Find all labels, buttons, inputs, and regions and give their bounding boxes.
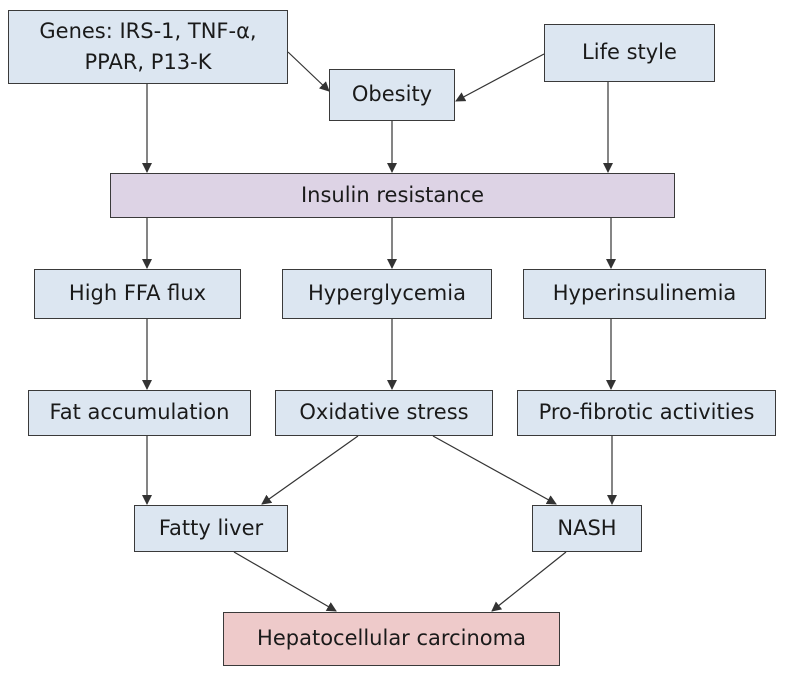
node-oxidative-stress-label: Oxidative stress: [299, 400, 469, 425]
node-insulin-resistance: Insulin resistance: [110, 173, 675, 218]
node-fat-accumulation-label: Fat accumulation: [49, 400, 230, 425]
node-fatty-liver: Fatty liver: [134, 505, 288, 552]
node-hyperinsulinemia: Hyperinsulinemia: [523, 269, 766, 319]
node-genes-line1: Genes: IRS-1, TNF-α,: [39, 18, 257, 43]
node-hepatocellular-carcinoma-label: Hepatocellular carcinoma: [257, 626, 526, 651]
node-genes-line2: PPAR, P13-K: [84, 50, 212, 74]
node-obesity-label: Obesity: [351, 82, 433, 107]
node-obesity: Obesity: [329, 69, 455, 121]
node-oxidative-stress: Oxidative stress: [275, 390, 493, 436]
node-hyperinsulinemia-label: Hyperinsulinemia: [552, 281, 737, 306]
node-life-style-label: Life style: [582, 40, 677, 65]
arrow-genes-to-obesity: [287, 51, 330, 92]
node-fatty-liver-label: Fatty liver: [158, 515, 264, 540]
node-nash: NASH: [532, 505, 642, 552]
node-fat-accumulation: Fat accumulation: [28, 390, 251, 436]
node-nash-label: NASH: [557, 515, 617, 540]
arrow-life-style-to-obesity: [455, 53, 545, 102]
node-life-style: Life style: [544, 24, 715, 82]
node-insulin-resistance-label: Insulin resistance: [300, 182, 485, 207]
arrow-nash-to-hepatocellular-carcinoma: [491, 551, 567, 612]
node-hyperglycemia: Hyperglycemia: [282, 269, 492, 319]
node-high-ffa-flux: High FFA flux: [34, 269, 241, 319]
node-pro-fibrotic-activities: Pro-fibrotic activities: [517, 390, 776, 436]
node-hepatocellular-carcinoma: Hepatocellular carcinoma: [223, 612, 560, 666]
arrow-oxidative-stress-to-nash: [432, 435, 557, 505]
node-pro-fibrotic-activities-label: Pro-fibrotic activities: [538, 400, 755, 425]
arrow-oxidative-stress-to-fatty-liver: [261, 435, 359, 505]
node-genes: Genes: IRS-1, TNF-α, PPAR, P13-K: [8, 10, 288, 84]
node-hyperglycemia-label: Hyperglycemia: [308, 281, 466, 306]
node-high-ffa-flux-label: High FFA flux: [68, 281, 207, 306]
arrow-fatty-liver-to-hepatocellular-carcinoma: [233, 551, 337, 612]
